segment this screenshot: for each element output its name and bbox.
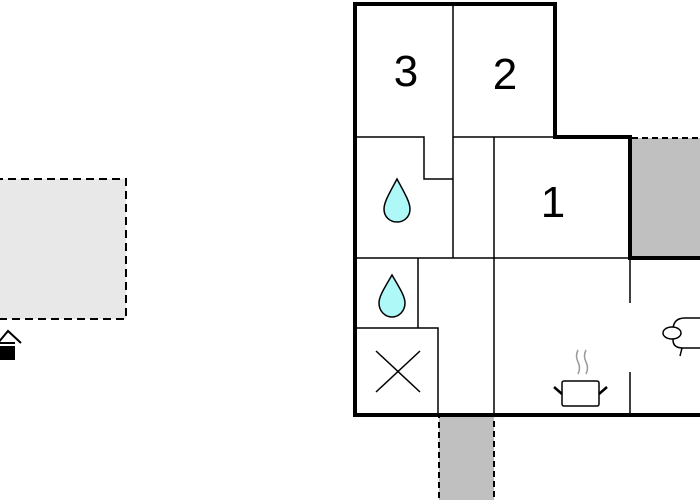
room-label-1: 1 [541, 178, 565, 227]
water-drop-icon [378, 273, 406, 318]
terrace-right [632, 137, 700, 258]
house-entrance-icon [0, 329, 22, 360]
toilet-x-icon [375, 350, 421, 393]
room-label-3: 3 [394, 47, 418, 96]
outdoor-area [0, 178, 127, 320]
exterior-walls [353, 2, 700, 417]
terrace-bottom [438, 415, 495, 500]
sofa-icon [662, 317, 700, 357]
interior-walls [355, 4, 631, 415]
room-label-2: 2 [493, 50, 517, 99]
water-drop-icon [383, 177, 411, 223]
cooking-pot-icon [553, 349, 608, 407]
